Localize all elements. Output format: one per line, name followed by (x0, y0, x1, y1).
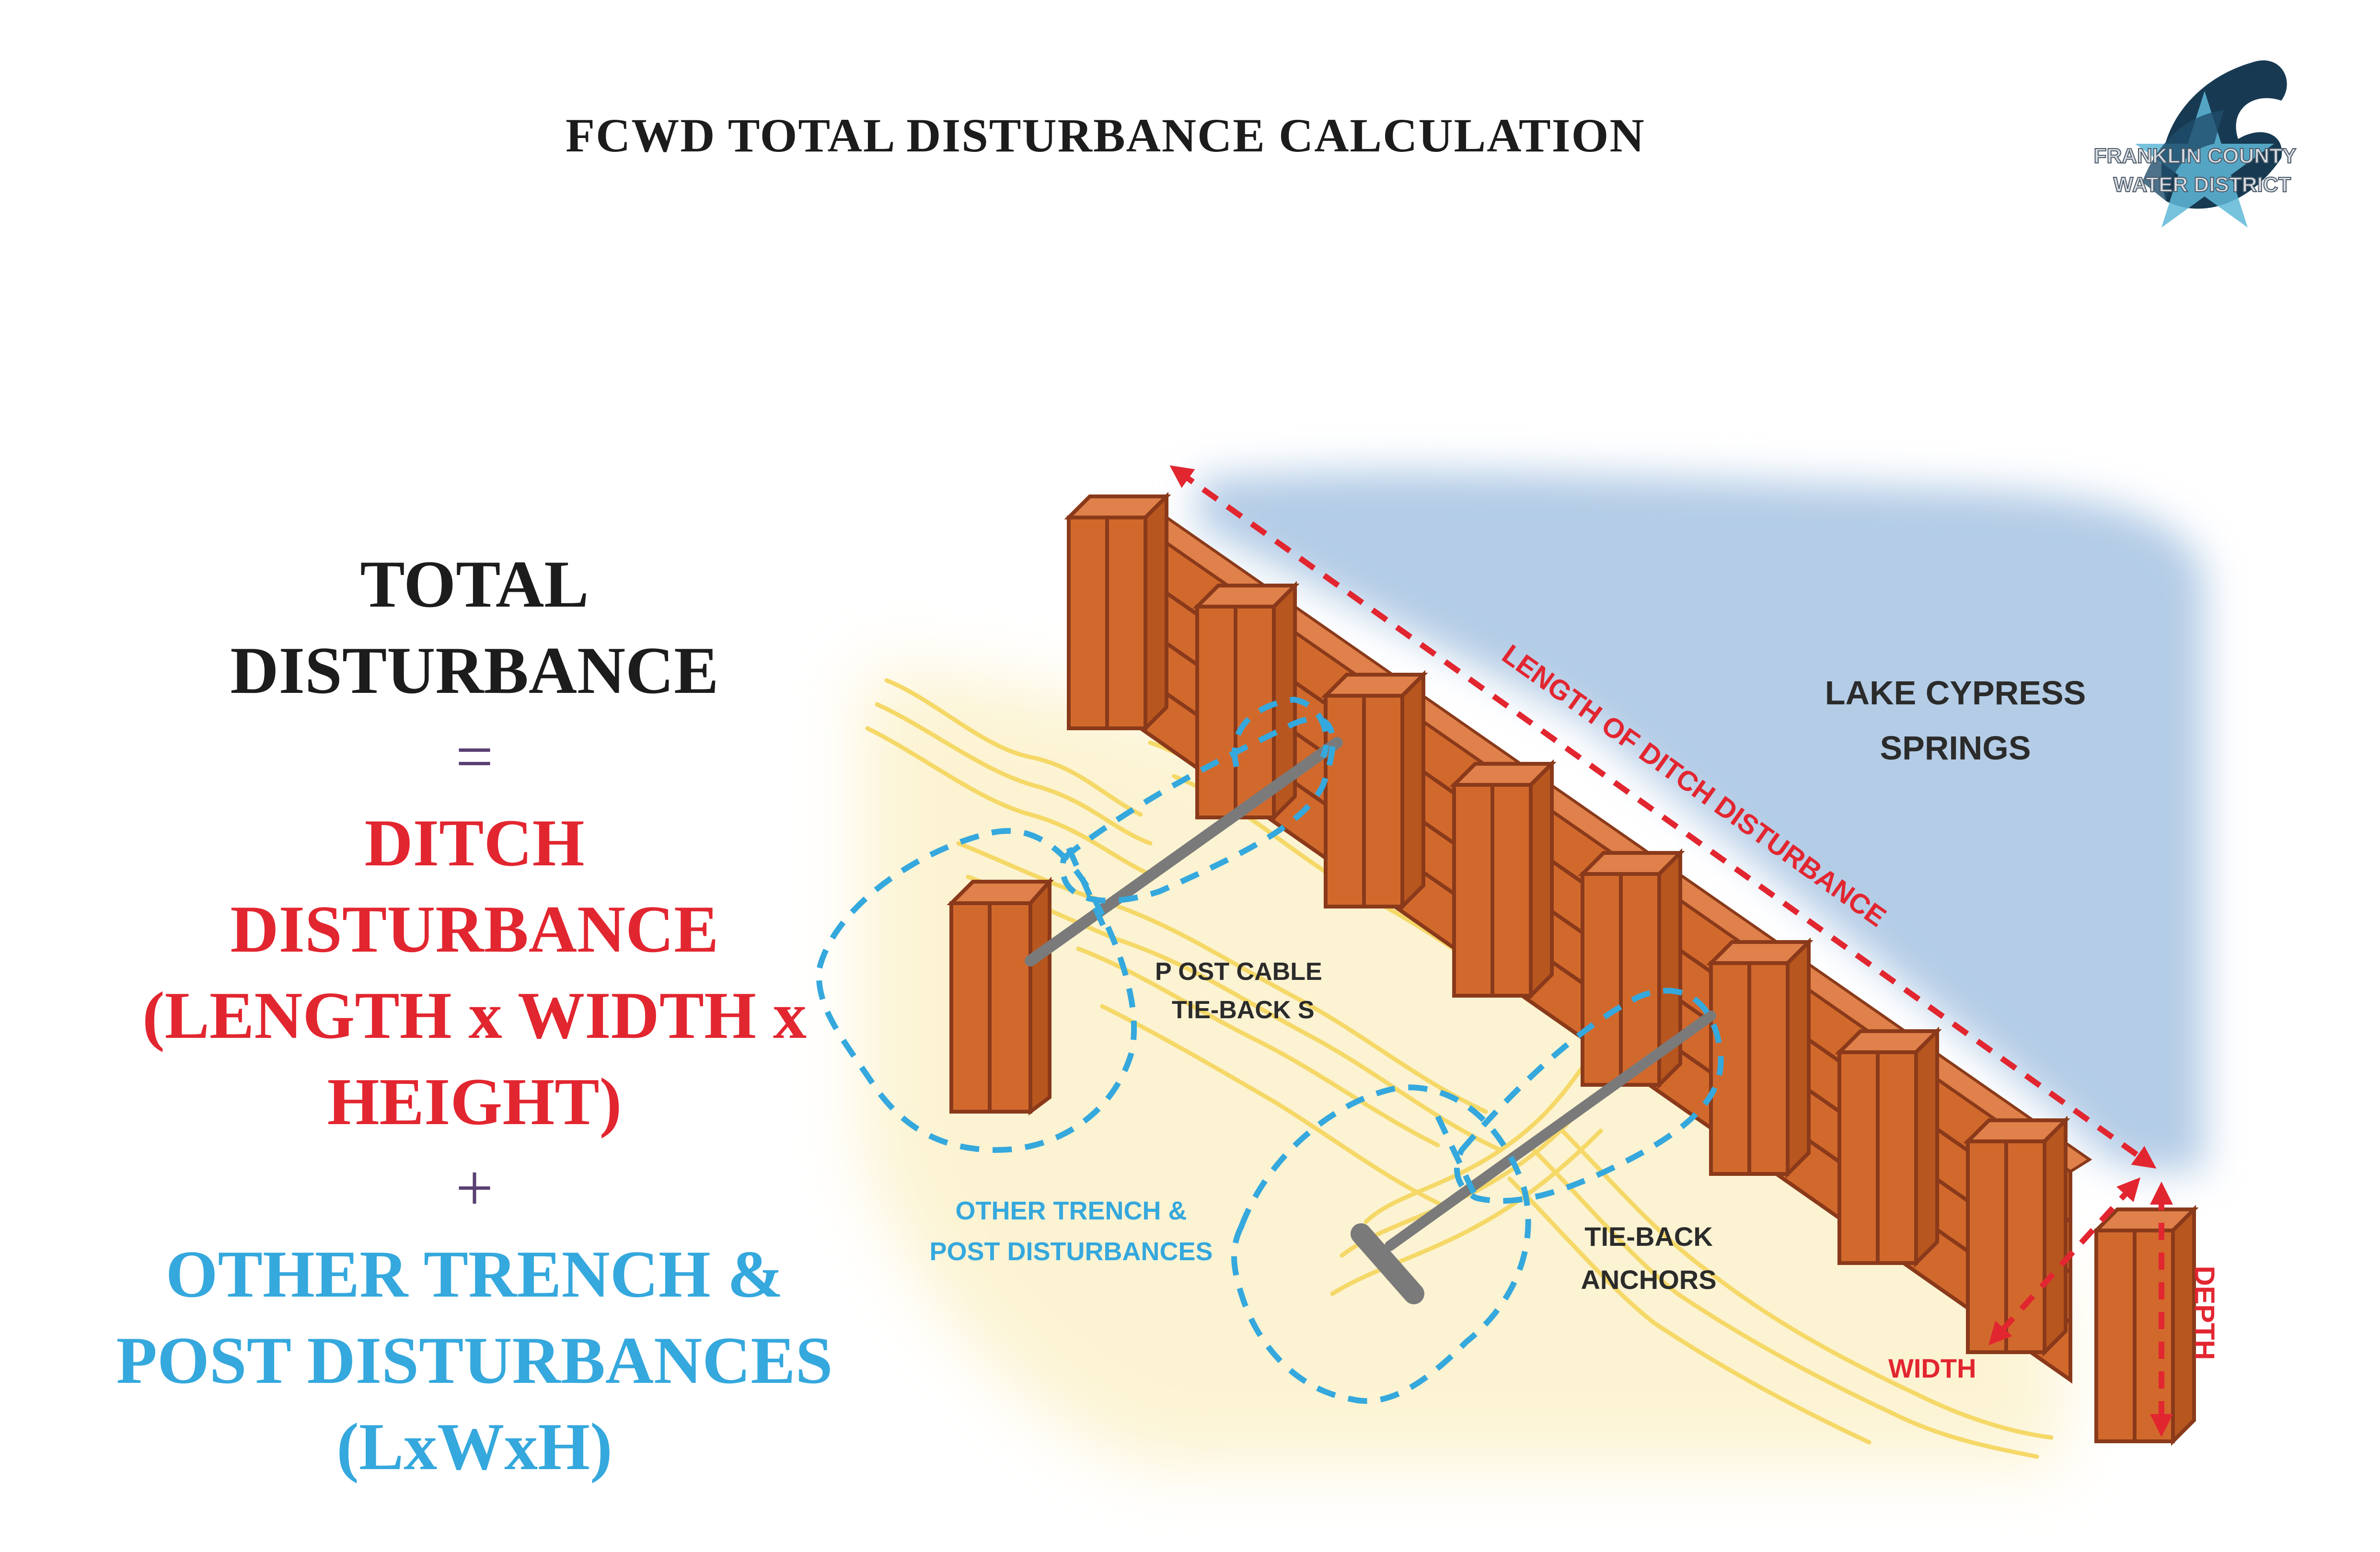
lake-label-line1: LAKE CYPRESS (1825, 674, 2086, 712)
formula-total-line2: DISTURBANCE (230, 633, 719, 708)
wall-post (1449, 759, 1557, 1000)
length-arrow (1169, 465, 2157, 1169)
wall-post (1706, 937, 1814, 1179)
fcwd-logo: FRANKLIN COUNTY WATER DISTRICT (2093, 60, 2297, 228)
formula-ditch-line4: HEIGHT) (327, 1065, 622, 1139)
wall-post (1321, 670, 1428, 911)
formula-plus: + (455, 1151, 494, 1225)
wall-post (1835, 1026, 1942, 1268)
formula-other-line1: OTHER TRENCH & (165, 1237, 784, 1311)
anchors-label-line2: ANCHORS (1581, 1265, 1716, 1295)
formula-equals: = (455, 720, 494, 794)
other-trench-label-line2: POST DISTURBANCES (929, 1237, 1213, 1266)
other-trench-label-line1: OTHER TRENCH & (956, 1196, 1187, 1225)
logo-star-icon (2135, 91, 2274, 228)
post-cable-label-line2: TIE-BACK S (1172, 996, 1315, 1024)
formula-ditch-line3: (LENGTH x WIDTH x (142, 978, 807, 1053)
wall-post (2091, 1205, 2199, 1446)
formula-other-line3: (LxWxH) (336, 1410, 612, 1484)
post-cable-label-line1: P OST CABLE (1155, 958, 1322, 986)
logo-line1: FRANKLIN COUNTY (2094, 144, 2297, 168)
anchors-label-line1: TIE-BACK (1584, 1221, 1713, 1252)
page-title: FCWD TOTAL DISTURBANCE CALCULATION (566, 109, 1645, 162)
formula-total-line1: TOTAL (360, 547, 589, 621)
logo-line2: WATER DISTRICT (2114, 173, 2291, 196)
wall-post (1064, 492, 1171, 733)
width-label: WIDTH (1888, 1353, 1976, 1383)
formula-panel: TOTAL DISTURBANCE = DITCH DISTURBANCE (L… (58, 541, 891, 1490)
tie-back-post (947, 876, 1054, 1115)
wall-post (1963, 1115, 2070, 1357)
formula-ditch-line1: DITCH (364, 806, 585, 880)
formula-ditch-line2: DISTURBANCE (230, 892, 719, 966)
dimension-arrows (1169, 465, 2173, 1437)
lake-label-line2: SPRINGS (1880, 729, 2031, 767)
width-arrow (1988, 1177, 2141, 1345)
depth-label: DEPTH (2189, 1266, 2220, 1360)
formula-other-line2: POST DISTURBANCES (116, 1323, 833, 1398)
